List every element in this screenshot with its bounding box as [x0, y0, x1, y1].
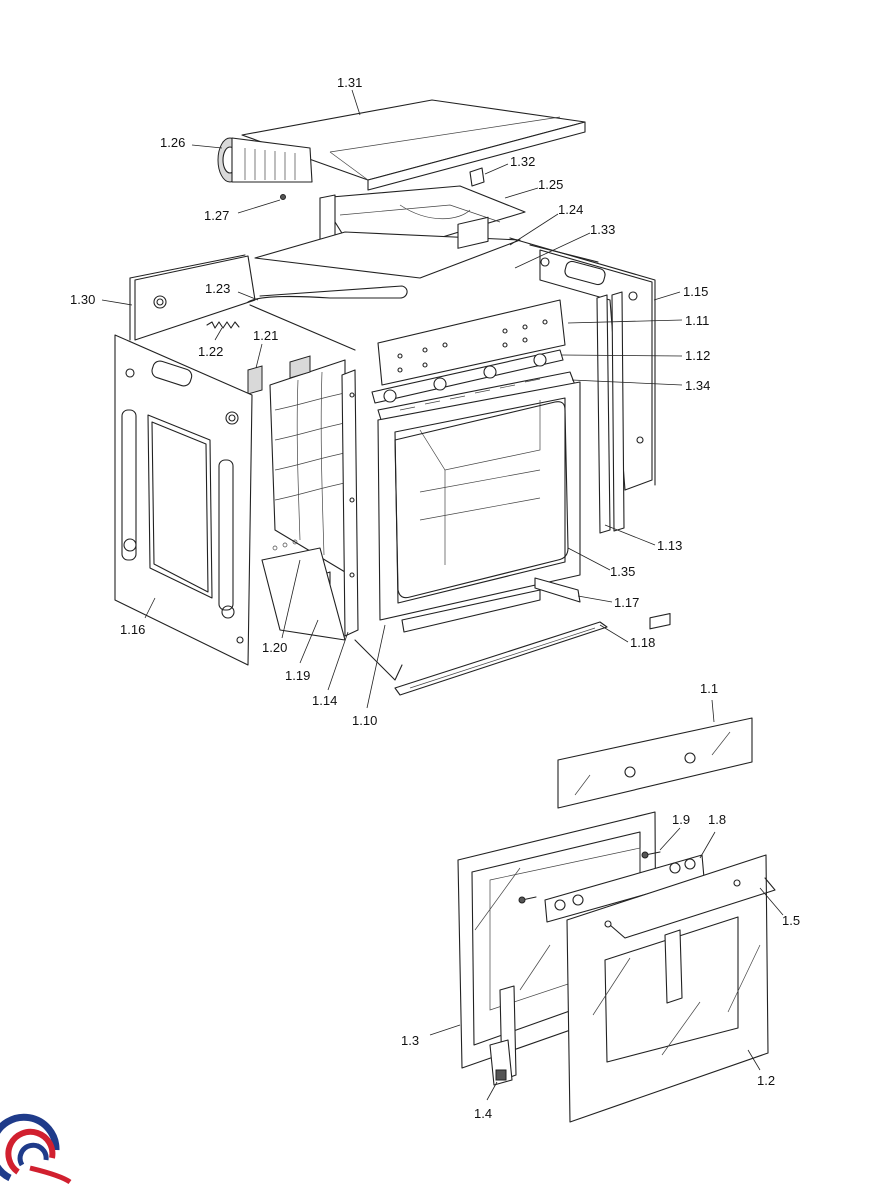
label-1-16: 1.16: [120, 622, 145, 637]
left-side-panel-part: [114, 334, 253, 666]
part-labels: 1.31 1.26 1.32 1.25 1.27 1.24 1.33 1.30 …: [70, 75, 800, 1121]
label-1-23: 1.23: [205, 281, 230, 296]
bottom-frame-part: [261, 539, 403, 681]
label-1-19: 1.19: [285, 668, 310, 683]
label-1-11: 1.11: [685, 313, 709, 328]
brand-swirl-logo-icon: [0, 1113, 72, 1185]
label-1-3: 1.3: [401, 1033, 419, 1048]
grill-element-part: [247, 285, 408, 351]
side-rail-part: [596, 291, 625, 534]
label-1-20: 1.20: [262, 640, 287, 655]
label-1-10: 1.10: [352, 713, 377, 728]
label-1-1: 1.1: [700, 681, 718, 696]
filter-part: [247, 355, 311, 395]
label-1-18: 1.18: [630, 635, 655, 650]
oven-cavity-part: [377, 381, 581, 621]
label-1-17: 1.17: [614, 595, 639, 610]
label-1-34: 1.34: [685, 378, 710, 393]
label-1-15: 1.15: [683, 284, 708, 299]
label-1-31: 1.31: [337, 75, 362, 90]
top-plate-part: [254, 231, 521, 279]
label-1-5: 1.5: [782, 913, 800, 928]
label-1-27: 1.27: [204, 208, 229, 223]
oven-cabinet-part: [129, 237, 656, 491]
label-1-13: 1.13: [657, 538, 682, 553]
label-1-9: 1.9: [672, 812, 690, 827]
door-screw-part: [518, 851, 661, 904]
label-1-26: 1.26: [160, 135, 185, 150]
tangential-fan-part: [217, 137, 313, 183]
label-1-32: 1.32: [510, 154, 535, 169]
label-1-35: 1.35: [610, 564, 635, 579]
insulation-part: [269, 359, 346, 573]
door-hinge-part: [489, 985, 517, 1086]
bottom-rail-part: [401, 577, 581, 633]
screw-part: [280, 194, 286, 200]
control-panel-part: [377, 216, 566, 386]
knob-strip-part: [371, 349, 564, 404]
label-1-8: 1.8: [708, 812, 726, 827]
front-frame-strip-part: [341, 369, 359, 637]
label-1-21: 1.21: [253, 328, 278, 343]
label-1-33: 1.33: [590, 222, 615, 237]
outer-door-glass-part: [566, 854, 776, 1123]
spring-part: [206, 321, 240, 329]
front-bottom-strip-part: [394, 621, 608, 696]
label-1-14: 1.14: [312, 693, 337, 708]
glass-control-panel-part: [557, 613, 753, 809]
bracket-part: [469, 167, 485, 187]
leader-lines: [101, 89, 784, 1101]
label-1-2: 1.2: [757, 1073, 775, 1088]
label-1-12: 1.12: [685, 348, 710, 363]
label-1-24: 1.24: [558, 202, 583, 217]
label-1-22: 1.22: [198, 344, 223, 359]
label-1-30: 1.30: [70, 292, 95, 307]
label-1-25: 1.25: [538, 177, 563, 192]
top-cover-part: [241, 99, 586, 191]
label-1-4: 1.4: [474, 1106, 492, 1121]
